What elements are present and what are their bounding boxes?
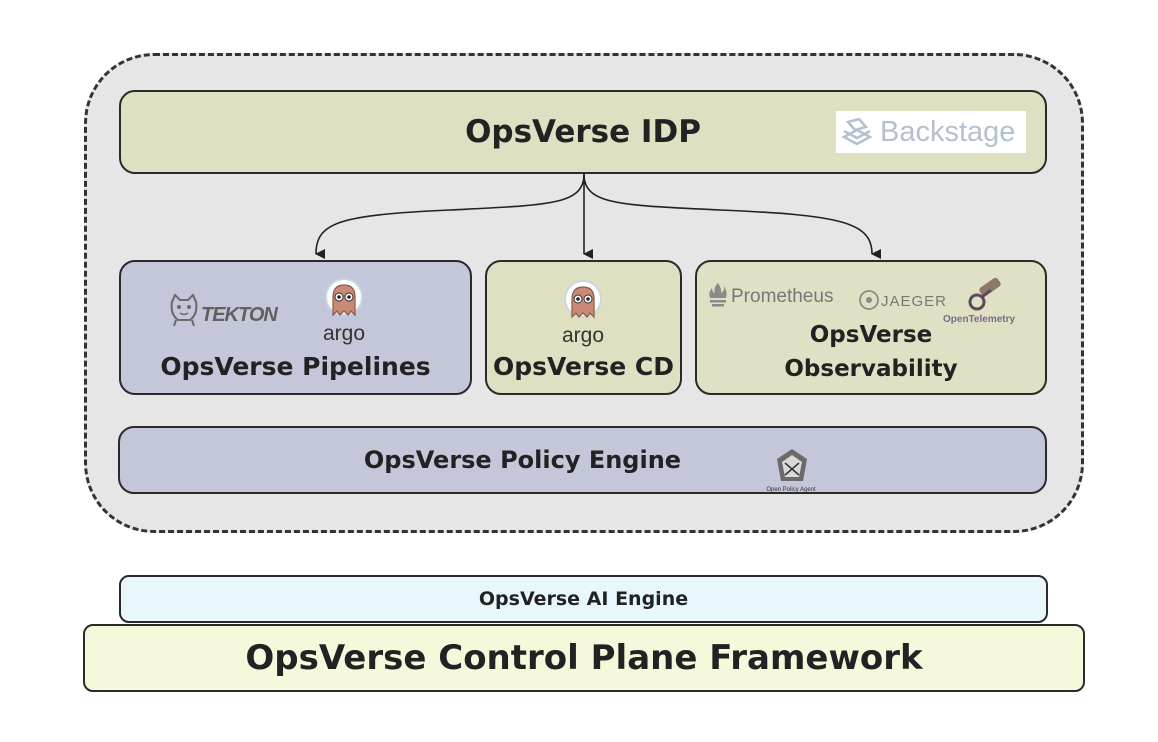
- jaeger-logo-text: JAEGER: [881, 293, 948, 310]
- policy-engine-layer: OpsVerse Policy Engine: [118, 426, 1047, 494]
- tekton-cat-icon: [170, 293, 198, 327]
- opa-icon: [777, 449, 807, 481]
- backstage-label: Backstage: [880, 115, 1016, 148]
- tekton-logo-text: TEKTON: [201, 304, 278, 326]
- cd-title: OpsVerse CD: [493, 352, 674, 381]
- control-plane-layer: OpsVerse Control Plane Framework: [83, 624, 1085, 692]
- pipelines-title: OpsVerse Pipelines: [160, 352, 431, 381]
- argo-octopus-icon: [564, 280, 602, 319]
- prometheus-logo-text: Prometheus: [731, 286, 834, 307]
- backstage-icon: [841, 117, 873, 146]
- idp-layer: OpsVerse IDP: [119, 90, 1047, 174]
- policy-engine-title: OpsVerse Policy Engine: [363, 446, 682, 474]
- opentelemetry-logo-text: OpenTelemetry: [943, 314, 1016, 325]
- arrow-to-observability: [583, 173, 882, 259]
- pipelines-layer: [119, 260, 472, 395]
- ai-engine-layer: OpsVerse AI Engine: [119, 575, 1048, 623]
- argo-logo-text: argo: [322, 322, 366, 345]
- prometheus-flame-icon: [709, 283, 727, 307]
- argo-logo-text: argo: [561, 324, 605, 347]
- observability-title: OpsVerse Observability: [695, 318, 1047, 386]
- jaeger-icon: [859, 290, 879, 310]
- observability-title-line1: OpsVerse: [809, 322, 933, 348]
- argo-octopus-icon: [325, 278, 363, 317]
- opentelemetry-telescope-icon: [968, 277, 1001, 311]
- control-plane-title: OpsVerse Control Plane Framework: [245, 638, 923, 678]
- ai-engine-title: OpsVerse AI Engine: [478, 588, 689, 610]
- observability-title-line2: Observability: [784, 356, 958, 382]
- idp-title: OpsVerse IDP: [465, 114, 701, 150]
- backstage-logo: Backstage: [836, 111, 1026, 153]
- arrow-to-pipelines: [315, 173, 585, 260]
- opa-logo-text: Open Policy Agent: [766, 487, 816, 493]
